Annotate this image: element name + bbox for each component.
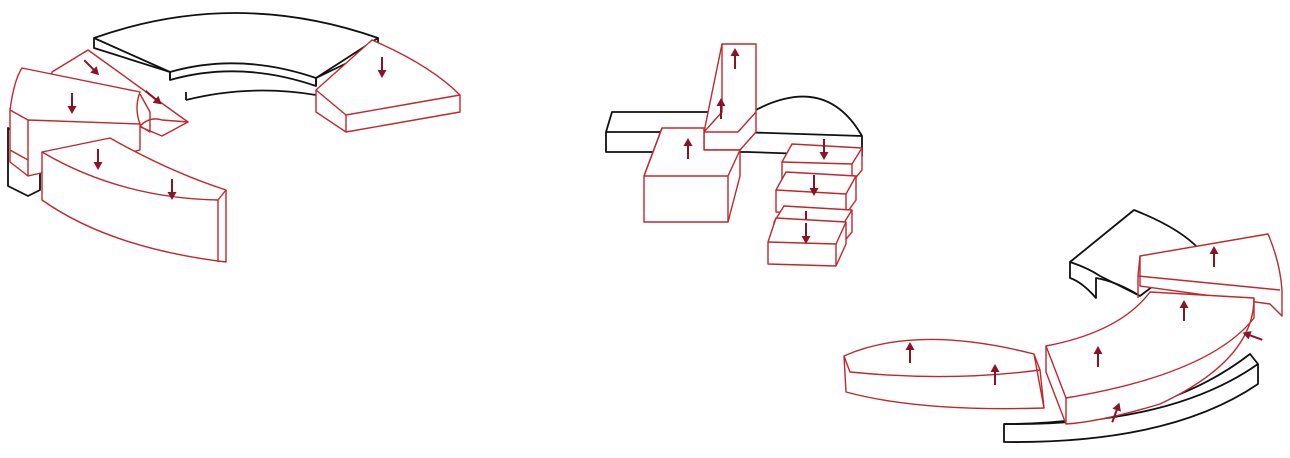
red-segment-lower-left-arc: [844, 339, 1044, 408]
red-stack-block-4: [768, 218, 846, 266]
red-segment-front-arc: [42, 138, 226, 262]
curved-ring-assembly-left: [8, 13, 460, 262]
block-stack-assembly-center: [606, 44, 862, 266]
curved-ring-assembly-right: [844, 210, 1282, 442]
red-tall-column: [704, 44, 756, 150]
red-segment-middle-arc: [1046, 292, 1264, 424]
